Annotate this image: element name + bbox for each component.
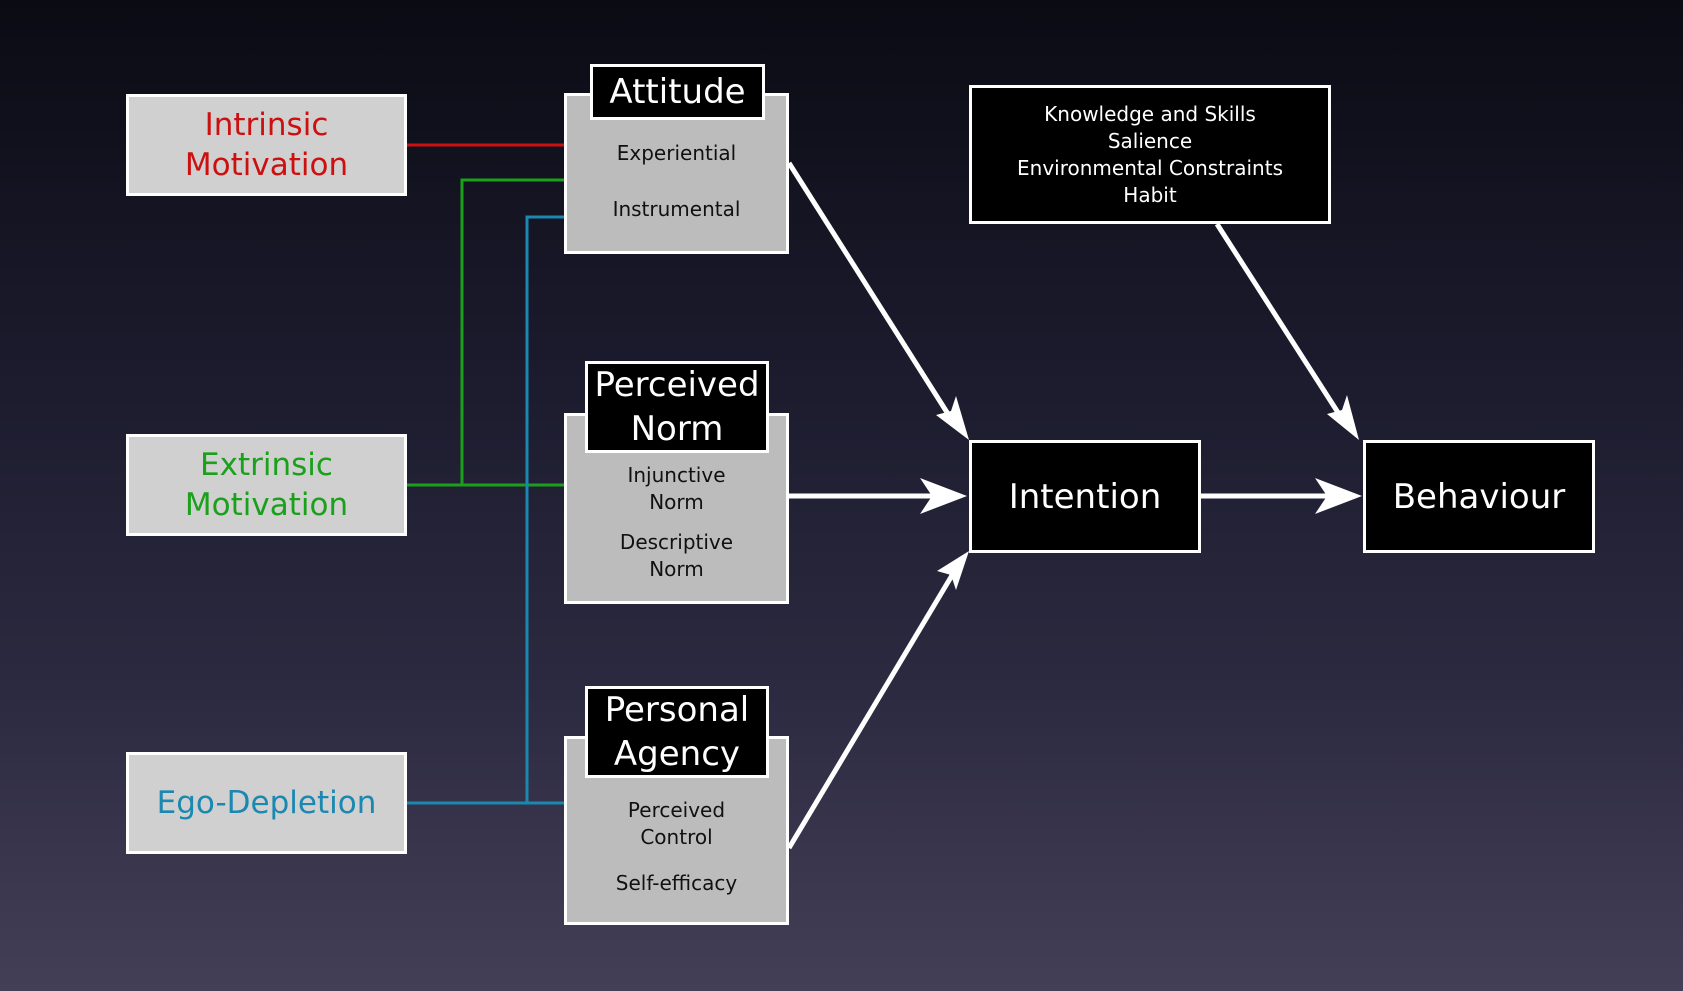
agency-item-perceived-control: Perceived Control: [627, 798, 726, 849]
intention-label: Intention: [1008, 476, 1162, 517]
norm-to-intention-arrow: [789, 478, 967, 514]
behaviour-label: Behaviour: [1392, 476, 1566, 517]
factor-salience: Salience: [1107, 128, 1193, 153]
factor-knowledge-and-skills: Knowledge and Skills: [1044, 101, 1256, 126]
factor-environmental-constraints: Environmental Constraints: [1017, 155, 1283, 180]
ego-depletion-box: Ego-Depletion: [126, 752, 407, 854]
intention-to-behaviour-arrow: [1201, 478, 1362, 514]
norm-item-descriptive: Descriptive Norm: [619, 530, 734, 581]
extrinsic-motivation-label: Extrinsic Motivation: [184, 447, 349, 523]
intention-box: Intention: [969, 440, 1201, 553]
personal-agency-title: Personal Agency: [585, 686, 769, 778]
external-factors-box: Knowledge and Skills Salience Environmen…: [969, 85, 1331, 224]
behaviour-box: Behaviour: [1363, 440, 1595, 553]
attitude-item-experiential: Experiential: [616, 141, 737, 165]
attitude-to-intention-arrow: [786, 161, 969, 440]
norm-item-injunctive: Injunctive Norm: [627, 463, 726, 514]
intrinsic-motivation-box: Intrinsic Motivation: [126, 94, 407, 196]
attitude-item-instrumental: Instrumental: [612, 197, 741, 221]
extrinsic-to-attitude-line: [460, 178, 565, 485]
intrinsic-motivation-label: Intrinsic Motivation: [184, 107, 349, 183]
ego-depletion-label: Ego-Depletion: [156, 785, 377, 821]
factors-to-behaviour-arrow: [1214, 222, 1359, 440]
agency-to-intention-arrow: [786, 551, 969, 850]
agency-item-self-efficacy: Self-efficacy: [615, 871, 738, 895]
ego-to-attitude-line: [525, 215, 565, 803]
perceived-norm-title: Perceived Norm: [585, 361, 769, 453]
factor-habit: Habit: [1123, 182, 1177, 207]
extrinsic-motivation-box: Extrinsic Motivation: [126, 434, 407, 536]
attitude-title: Attitude: [590, 64, 765, 120]
